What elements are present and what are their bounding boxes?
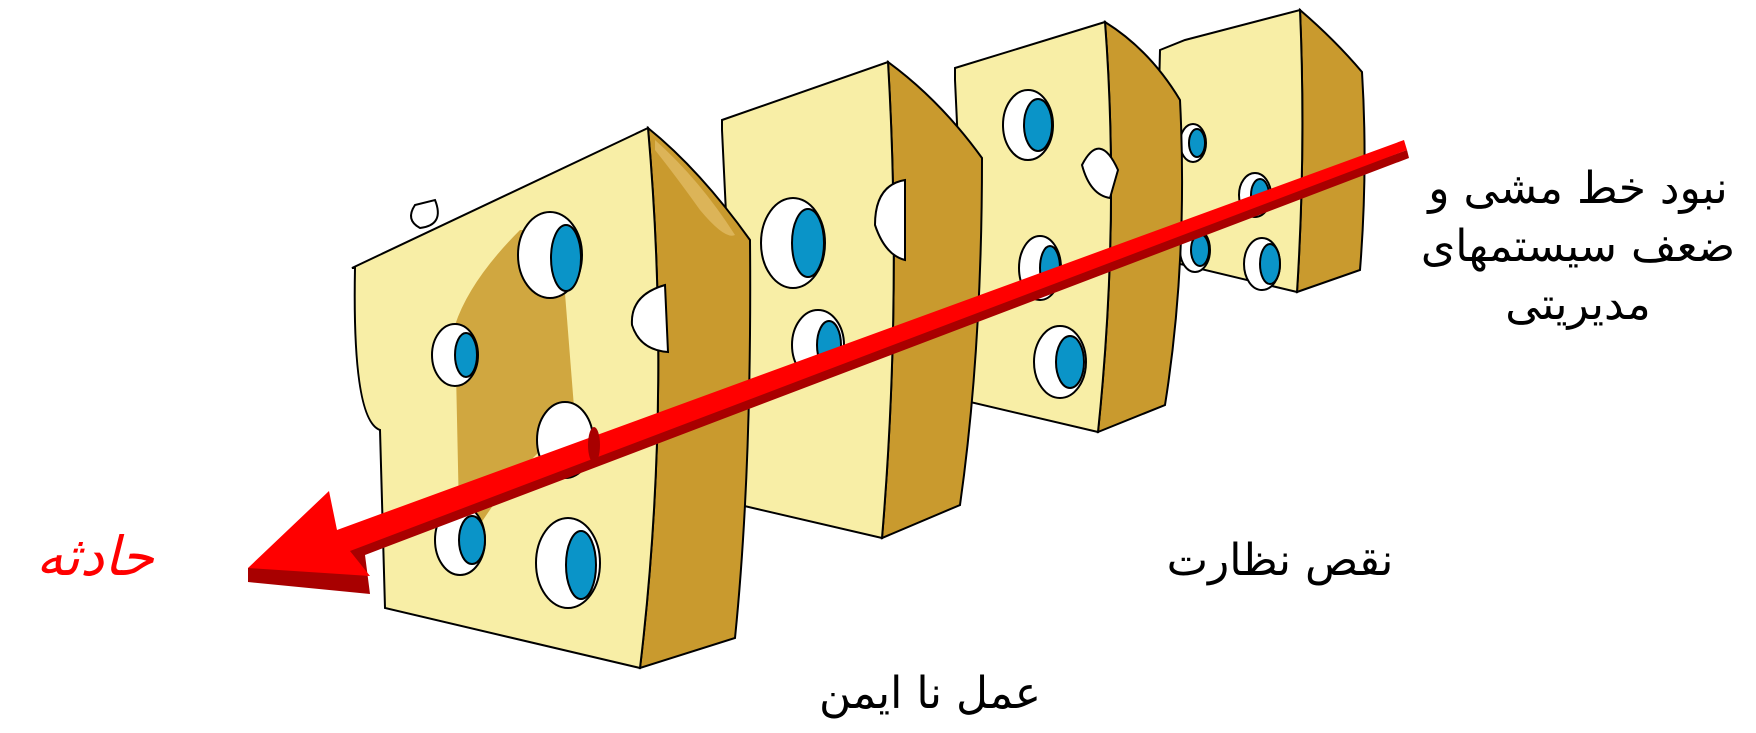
cheese-slice-1-side-highlight xyxy=(655,140,735,236)
cheese-slice-2 xyxy=(721,59,984,540)
label-management-weakness: نبود خط مشی و ضعف سیستمهای مدیریتی xyxy=(1420,163,1736,330)
label-unsafe-act: عمل نا ایمن xyxy=(818,668,1042,719)
accident-trajectory-arrow xyxy=(248,140,1409,594)
cheese-slice-2-face xyxy=(721,60,895,540)
cheese-slice-4 xyxy=(1153,7,1366,294)
cheese-slice-1 xyxy=(351,125,752,670)
arrow-entry-shadow xyxy=(588,427,600,463)
arrow-shadow xyxy=(248,150,1409,594)
label-supervision-deficiency: نقص نظارت xyxy=(1166,535,1394,586)
cheese-slice-3-holes xyxy=(1002,89,1120,399)
arrow-body xyxy=(248,140,1407,576)
cheese-slice-3 xyxy=(954,20,1184,434)
cheese-slice-4-side xyxy=(1295,7,1366,294)
label-accident: حادثه xyxy=(36,525,154,588)
